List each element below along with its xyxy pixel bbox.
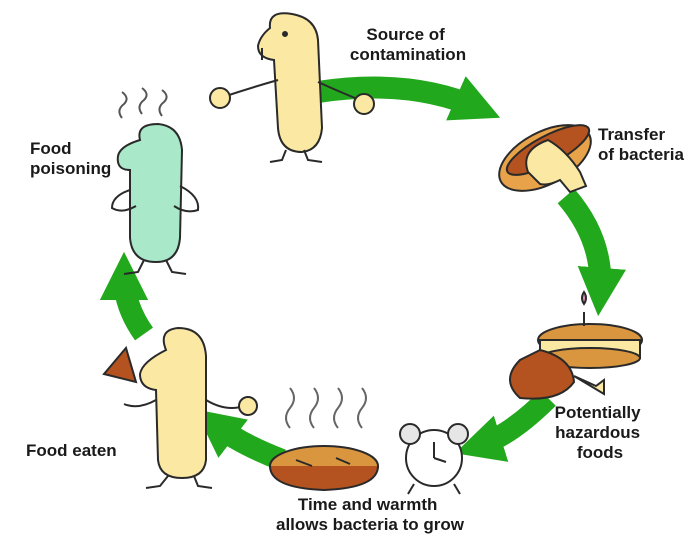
label-source: Source of contamination xyxy=(350,25,466,64)
hotdog-icon xyxy=(489,112,602,205)
label-hazardous: Potentially hazardous foods xyxy=(555,403,646,462)
pie-icon xyxy=(270,388,378,490)
arrow-transfer-to-hazardous xyxy=(566,196,600,292)
arrow-hazardous-to-time xyxy=(478,398,548,446)
label-poisoning: Food poisoning xyxy=(30,139,111,178)
food-plate-icon xyxy=(510,292,642,399)
label-transfer: Transfer of bacteria xyxy=(598,125,685,164)
arrow-eaten-to-poisoning xyxy=(124,276,144,334)
sick-person-icon xyxy=(112,88,198,274)
label-time: Time and warmth allows bacteria to grow xyxy=(276,495,465,534)
alarm-clock-icon xyxy=(400,424,468,494)
arrow-time-to-eaten xyxy=(214,424,282,460)
eating-person-icon xyxy=(104,328,257,488)
label-eaten: Food eaten xyxy=(26,441,117,460)
arrow-source-to-transfer xyxy=(318,88,478,108)
